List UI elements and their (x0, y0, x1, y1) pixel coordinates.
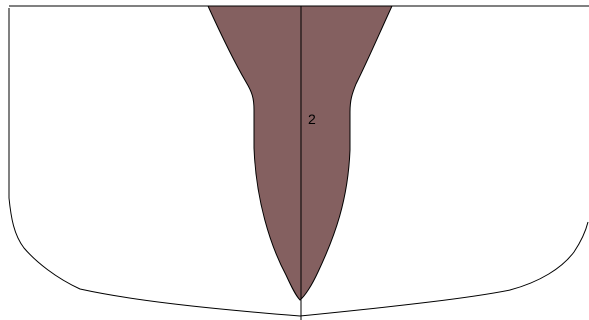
outer-outline (8, 8, 589, 317)
region-label: 2 (308, 111, 316, 127)
region-2 (207, 5, 393, 301)
